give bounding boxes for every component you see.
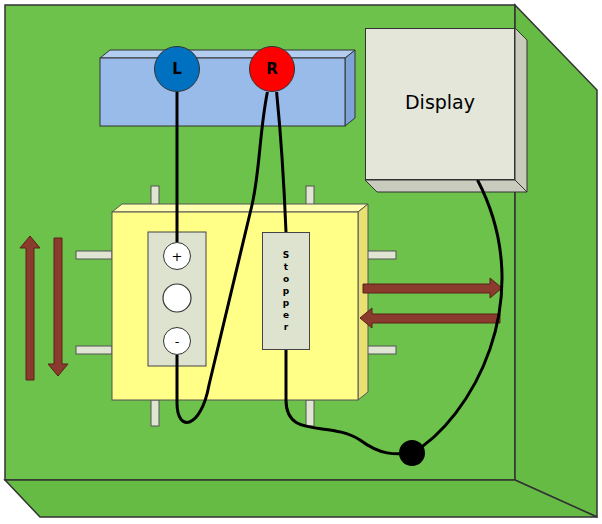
terminal-l: L	[154, 46, 200, 92]
plus-terminal: +	[163, 242, 191, 270]
wire	[286, 180, 502, 454]
node-text: Display	[405, 91, 475, 113]
board-side	[515, 5, 597, 517]
terminal-box	[100, 58, 345, 126]
rails	[76, 186, 396, 426]
display-box: Display	[365, 28, 515, 180]
blank-terminal	[163, 284, 191, 312]
display-side	[515, 28, 527, 192]
motion-arrows	[20, 236, 502, 380]
terminal-box-top	[100, 50, 355, 58]
terminal-r: R	[249, 46, 295, 92]
node-text: R	[266, 60, 278, 78]
wire	[176, 92, 179, 242]
terminal-strip	[148, 232, 206, 366]
node-text: Stopper	[282, 249, 291, 334]
slider-block	[112, 212, 358, 400]
node-text: L	[172, 60, 182, 78]
display-bottom	[365, 180, 527, 192]
terminal-box-side	[345, 50, 355, 126]
node-text: +	[172, 249, 183, 264]
minus-terminal: -	[163, 327, 191, 355]
stopper-strip: Stopper	[262, 232, 310, 350]
slider-top	[112, 204, 368, 212]
wire	[277, 92, 286, 232]
slider-side	[358, 204, 368, 400]
board-bottom	[5, 480, 597, 517]
board-front	[5, 5, 515, 480]
node-text: -	[175, 334, 180, 349]
